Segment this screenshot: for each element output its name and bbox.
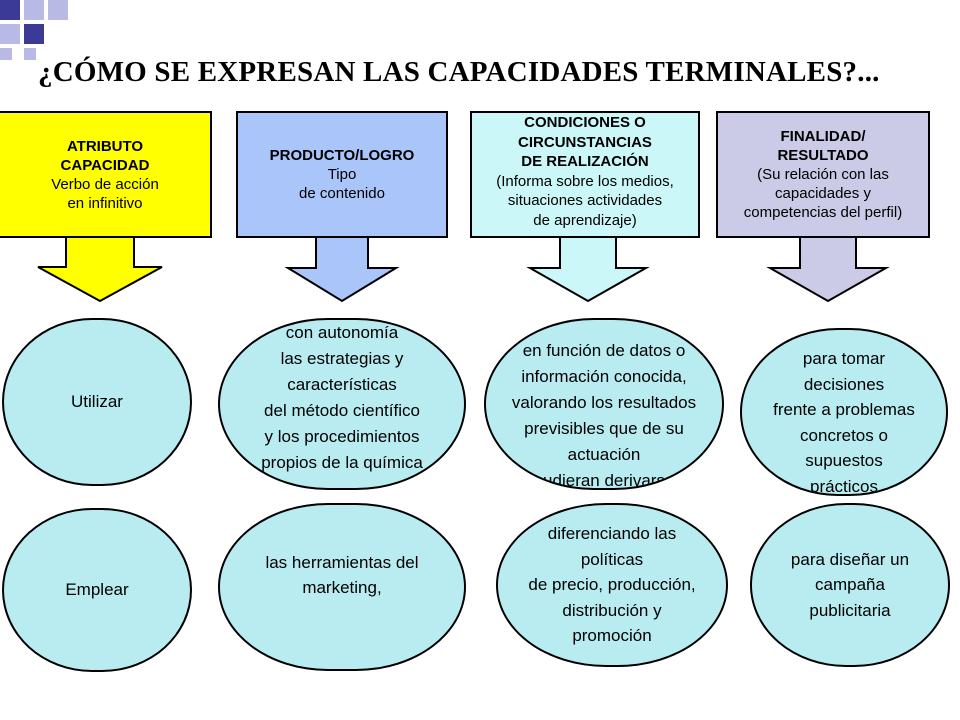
bubble-product: las herramientas del marketing, (218, 503, 466, 671)
text-line: supuestos (805, 451, 883, 470)
text-line: características (287, 375, 397, 394)
text-line: concretos o (800, 425, 888, 445)
text-line: Tipo (327, 166, 357, 183)
text-line: DE REALIZACIÓN (521, 153, 649, 170)
text-line: (Informa sobre los medios, (496, 172, 674, 190)
arrow-down-icon (766, 236, 890, 303)
text-line: capacidades y (775, 185, 871, 202)
deco-square (0, 48, 12, 60)
text-line: actuación (567, 445, 641, 464)
text-line: en infinitivo (67, 194, 143, 212)
header-finalidad: FINALIDAD/RESULTADO (Su relación con las c… (716, 111, 930, 238)
text-line: frente a problemas (773, 400, 915, 419)
text-line: (Su relación con las (757, 166, 889, 183)
text-line: previsibles que de su (524, 419, 684, 438)
text-line: de precio, producción, (528, 575, 696, 595)
text-line: Emplear (65, 580, 129, 600)
bubble-verb: Emplear (2, 508, 192, 672)
bubble-verb: Utilizar (2, 318, 192, 486)
bubble-condition: diferenciando las políticas de precio, pro… (496, 503, 728, 667)
corner-decoration (0, 0, 80, 60)
text-line: con autonomía (285, 323, 399, 342)
deco-square (24, 24, 44, 44)
text-line: pudieran derivarse (533, 471, 675, 490)
header-condiciones: CONDICIONES O CIRCUNSTANCIAS DE REALIZACIÓ… (470, 111, 700, 238)
text-line: FINALIDAD/ (780, 128, 866, 145)
text-line: ATRIBUTO (66, 137, 144, 155)
text-line: competencias del perfil) (743, 204, 903, 221)
arrow-down-icon (284, 236, 400, 303)
deco-square (0, 24, 20, 44)
text-line: propios de la química (261, 453, 423, 472)
text-line: valorando los resultados (511, 393, 697, 412)
text-line: decisiones (803, 374, 885, 394)
text-line: diferenciando las (547, 524, 677, 544)
text-line: promoción (572, 626, 652, 646)
text-line: las estrategias y (280, 349, 404, 368)
text-line: del método científico (264, 401, 420, 420)
text-line: de contenido (299, 185, 385, 202)
bubble-result: para diseñar un campaña publicitaria (750, 503, 950, 667)
deco-square (24, 48, 36, 60)
text-line: las herramientas del (265, 552, 419, 572)
text-line: Verbo de acción (51, 175, 159, 193)
text-line: situaciones actividades (507, 192, 663, 209)
text-line: CIRCUNSTANCIAS (518, 133, 652, 151)
text-line: Utilizar (71, 392, 123, 412)
text-line: PRODUCTO/LOGRO (269, 147, 415, 164)
bubble-condition: en función de datos o información conocid… (484, 318, 724, 490)
deco-square (24, 0, 44, 20)
text-line: marketing, (302, 578, 382, 597)
text-line: RESULTADO (777, 147, 869, 164)
page-title: ¿CÓMO SE EXPRESAN LAS CAPACIDADES TERMIN… (38, 56, 880, 88)
arrow-down-icon (526, 236, 650, 303)
text-line: y los procedimientos (264, 427, 420, 446)
deco-square (0, 0, 20, 20)
text-line: información conocida, (521, 367, 687, 386)
text-line: prácticos (809, 476, 879, 496)
text-line: CAPACIDAD (60, 156, 150, 174)
text-line: para tomar (802, 349, 886, 368)
bubble-product: con autonomía las estrategias y caracterís… (218, 318, 466, 490)
text-line: para diseñar un (790, 549, 910, 569)
text-line: distribución y (562, 600, 662, 620)
text-line: de aprendizaje) (533, 211, 637, 229)
text-line: CONDICIONES O (524, 114, 646, 131)
text-line: campaña (815, 575, 885, 595)
text-line: en función de datos o (522, 341, 686, 360)
text-line: políticas (580, 549, 644, 569)
deco-square (48, 0, 68, 20)
text-line: publicitaria (809, 600, 891, 620)
bubble-result: para tomar decisiones frente a problemas co… (740, 328, 948, 496)
header-producto: PRODUCTO/LOGRO Tipo de contenido (236, 111, 448, 238)
arrow-down-icon (37, 236, 163, 303)
